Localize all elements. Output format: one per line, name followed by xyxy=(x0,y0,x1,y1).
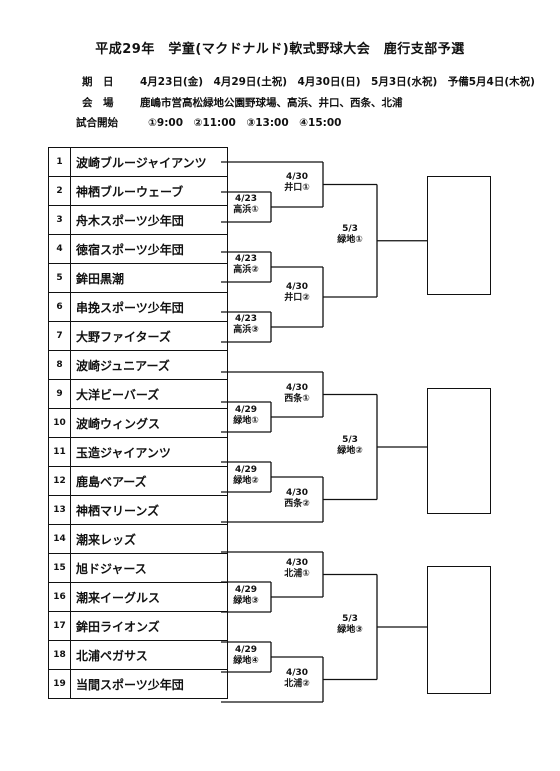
start-time-row: 試合開始 ①9:00 ②11:00 ③13:00 ④15:00 xyxy=(76,115,341,130)
match-date: 4/29 xyxy=(234,585,258,595)
match-venue: 緑地③ xyxy=(337,625,363,635)
team-name: 神栖マリーンズ xyxy=(70,495,228,525)
match-venue: 高浜① xyxy=(233,205,259,215)
match-venue: 井口② xyxy=(284,293,310,303)
page-title: 平成29年 学童(マクドナルド)軟式野球大会 鹿行支部予選 xyxy=(95,42,465,57)
match-venue: 緑地① xyxy=(337,235,363,245)
team-name: 波崎ブルージャイアンツ xyxy=(70,147,228,177)
match-venue: 西条② xyxy=(284,499,310,509)
match-venue: 緑地② xyxy=(337,446,363,456)
start-time-value: ①9:00 ②11:00 ③13:00 ④15:00 xyxy=(148,117,342,129)
match-date: 4/30 xyxy=(285,668,309,678)
match-date: 4/30 xyxy=(285,172,309,182)
schedule-label: 期 日 xyxy=(82,76,114,88)
venue-label: 会 場 xyxy=(82,97,114,109)
team-name: 玉造ジャイアンツ xyxy=(70,437,228,467)
team-name: 当間スポーツ少年団 xyxy=(70,669,228,699)
match-date: 4/29 xyxy=(234,405,258,415)
match-date: 5/3 xyxy=(342,435,358,445)
team-name: 舟木スポーツ少年団 xyxy=(70,205,228,235)
match-venue: 高浜② xyxy=(233,265,259,275)
match-venue: 緑地④ xyxy=(233,656,259,666)
team-name: 鹿島ベアーズ xyxy=(70,466,228,496)
match-date: 4/30 xyxy=(285,558,309,568)
team-name: 波崎ジュニアーズ xyxy=(70,350,228,380)
match-venue: 緑地② xyxy=(233,476,259,486)
start-time-label: 試合開始 xyxy=(76,117,118,129)
match-date: 5/3 xyxy=(342,614,358,624)
team-name: 波崎ウィングス xyxy=(70,408,228,438)
match-date: 4/23 xyxy=(234,254,258,264)
match-venue: 北浦① xyxy=(284,569,310,579)
match-date: 4/30 xyxy=(285,383,309,393)
team-name: 串挽スポーツ少年団 xyxy=(70,292,228,322)
match-date: 4/30 xyxy=(285,488,309,498)
match-date: 4/30 xyxy=(285,282,309,292)
team-name: 神栖ブルーウェーブ xyxy=(70,176,228,206)
schedule-row: 期 日 4月23日(金) 4月29日(土祝) 4月30日(日) 5月3日(水祝) … xyxy=(82,74,535,89)
team-name: 北浦ペガサス xyxy=(70,640,228,670)
team-name: 大野ファイターズ xyxy=(70,321,228,351)
match-venue: 西条① xyxy=(284,394,310,404)
match-venue: 緑地① xyxy=(233,416,259,426)
venue-row: 会 場 鹿嶋市営高松緑地公園野球場、高浜、井口、西条、北浦 xyxy=(82,95,403,110)
team-name: 旭ドジャース xyxy=(70,553,228,583)
match-date: 4/29 xyxy=(234,465,258,475)
team-name: 潮来イーグルス xyxy=(70,582,228,612)
schedule-value: 4月23日(金) 4月29日(土祝) 4月30日(日) 5月3日(水祝) 予備5… xyxy=(140,76,535,88)
final-box-1 xyxy=(427,176,491,295)
team-name: 徳宿スポーツ少年団 xyxy=(70,234,228,264)
final-box-3 xyxy=(427,566,491,694)
match-date: 5/3 xyxy=(342,224,358,234)
team-name: 鉾田黒潮 xyxy=(70,263,228,293)
team-name: 潮来レッズ xyxy=(70,524,228,554)
venue-value: 鹿嶋市営高松緑地公園野球場、高浜、井口、西条、北浦 xyxy=(140,97,403,109)
match-date: 4/23 xyxy=(234,194,258,204)
match-venue: 北浦② xyxy=(284,679,310,689)
match-date: 4/23 xyxy=(234,314,258,324)
final-box-2 xyxy=(427,388,491,514)
match-date: 4/29 xyxy=(234,645,258,655)
match-venue: 緑地③ xyxy=(233,596,259,606)
match-venue: 高浜③ xyxy=(233,325,259,335)
match-venue: 井口① xyxy=(284,183,310,193)
